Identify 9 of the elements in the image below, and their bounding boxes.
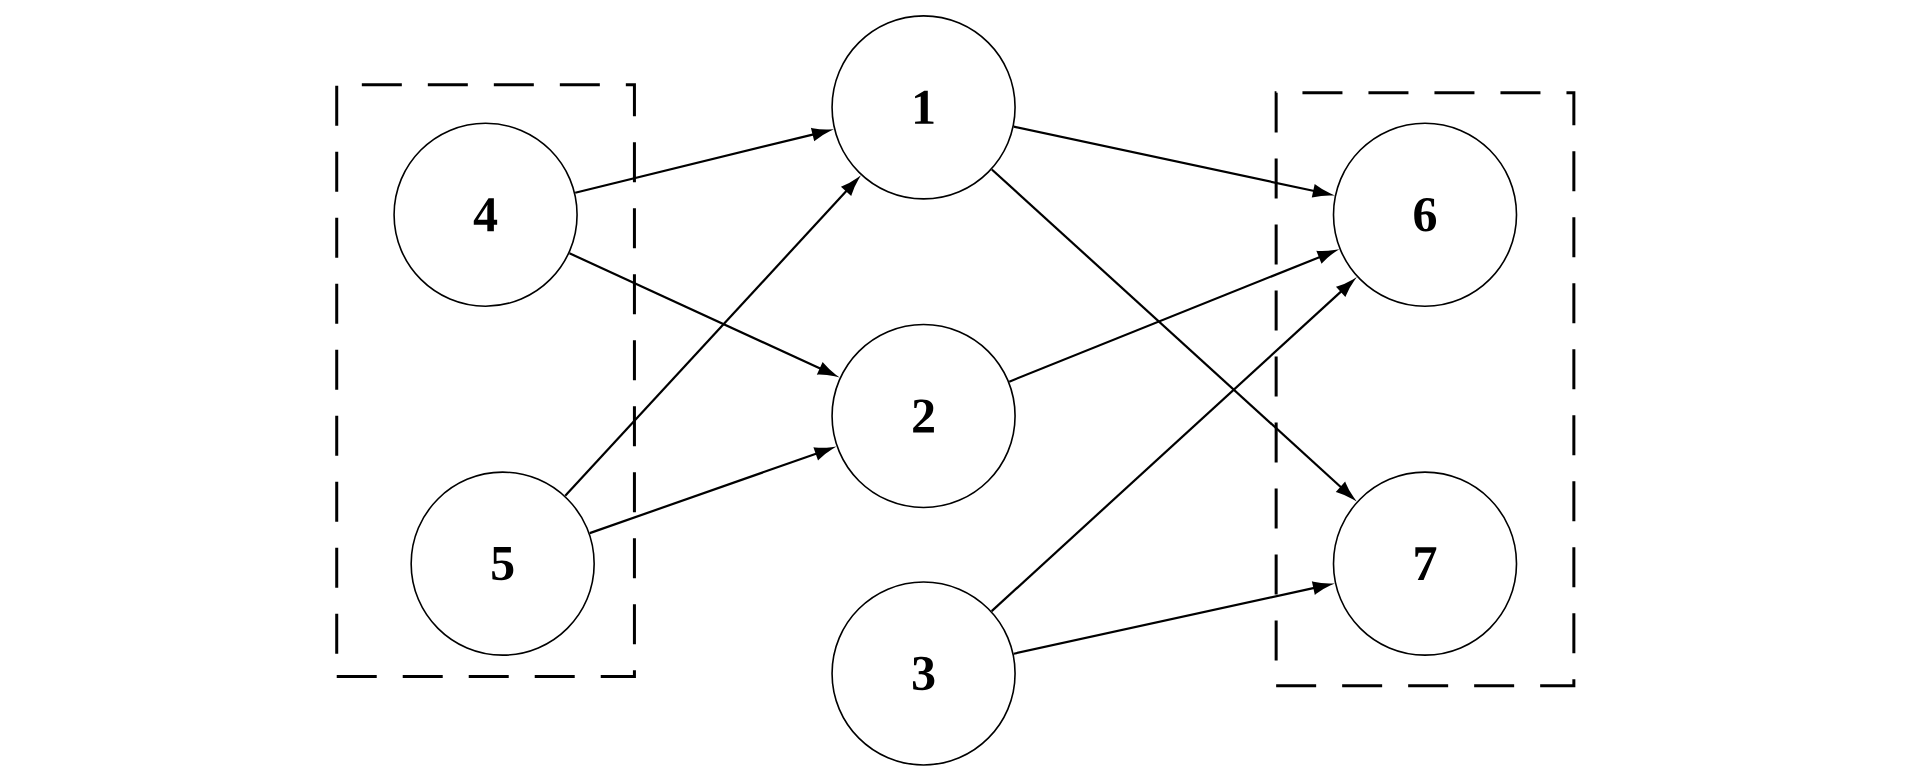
dashed-group-box	[335, 83, 636, 679]
arrow	[564, 178, 859, 497]
circle-node: 2	[831, 323, 1016, 509]
circle-node: 4	[393, 122, 578, 308]
circle-node: 3	[831, 581, 1016, 766]
circle-node: 5	[410, 471, 595, 657]
circle-node: 1	[831, 15, 1016, 200]
circle-node: 6	[1332, 122, 1518, 308]
circle-node: 7	[1332, 471, 1518, 657]
